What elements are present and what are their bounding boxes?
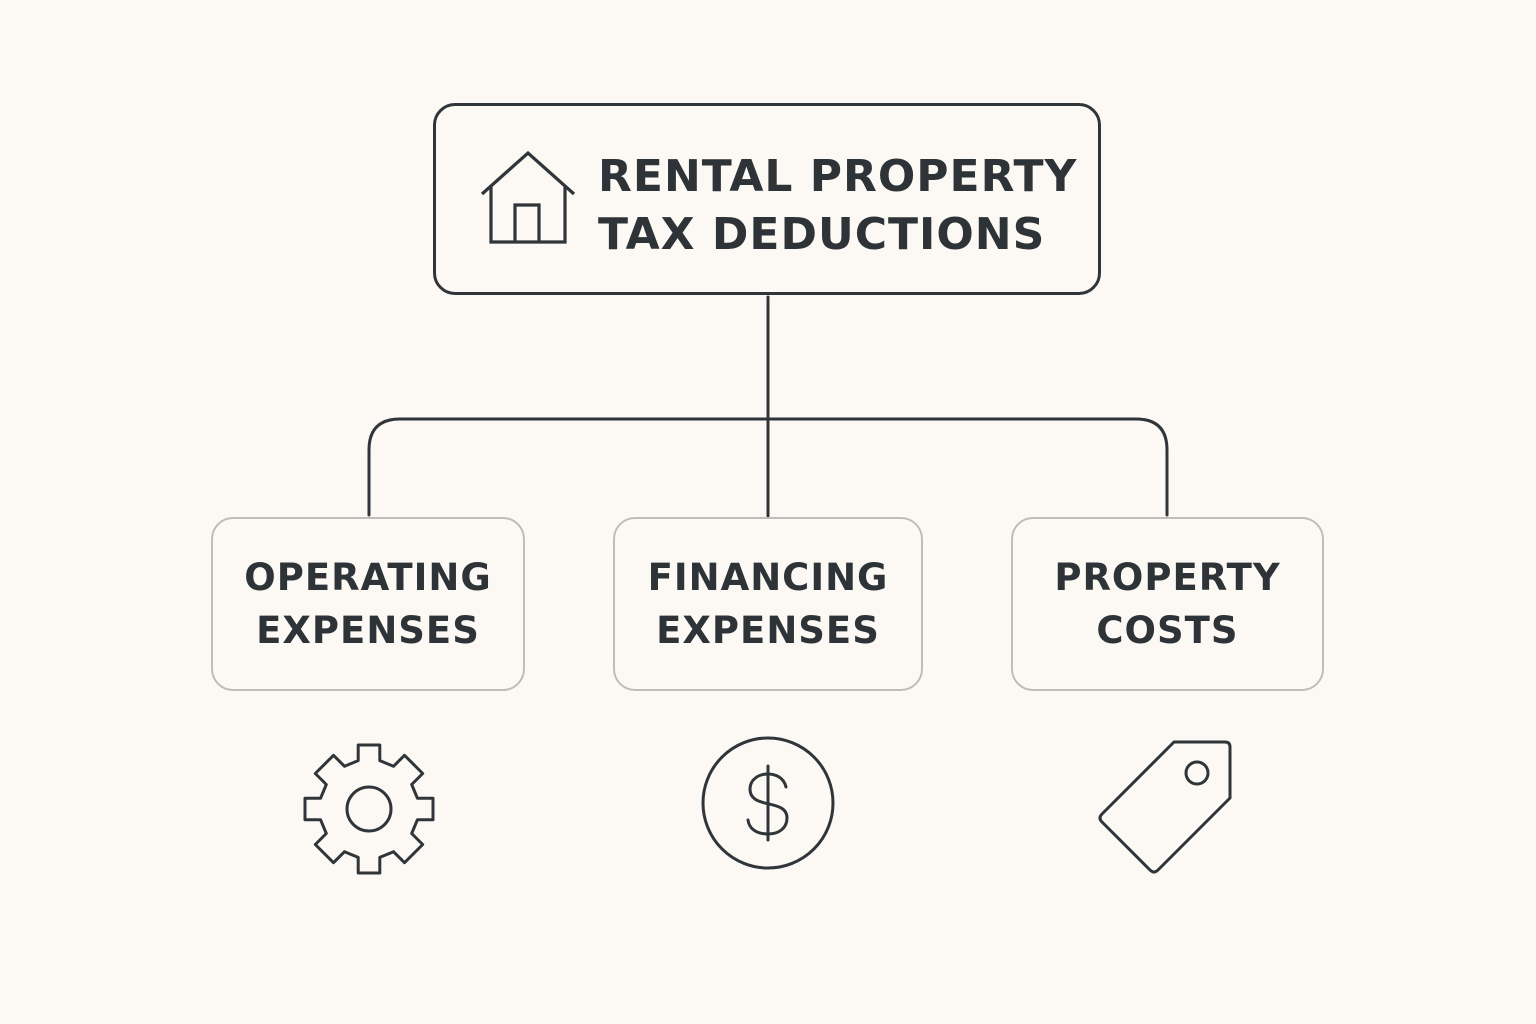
financing-expenses-node: FINANCING EXPENSES — [613, 517, 923, 691]
branch-line — [367, 417, 1169, 517]
financing-expenses-label: FINANCING EXPENSES — [647, 556, 889, 652]
operating-expenses-node: OPERATING EXPENSES — [211, 517, 525, 691]
price-tag-icon — [1098, 740, 1232, 874]
property-costs-node: PROPERTY COSTS — [1011, 517, 1324, 691]
property-costs-label: PROPERTY COSTS — [1054, 556, 1281, 652]
dollar-circle-icon — [701, 736, 835, 870]
gear-icon — [303, 743, 435, 875]
operating-expenses-label: OPERATING EXPENSES — [244, 556, 492, 652]
root-title: RENTAL PROPERTY TAX DEDUCTIONS — [598, 151, 1078, 260]
root-node — [433, 103, 1101, 295]
house-icon — [480, 150, 576, 244]
